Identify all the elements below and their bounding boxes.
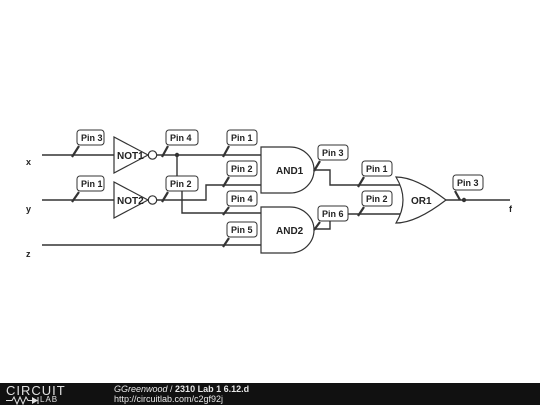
wire-and1-out xyxy=(314,169,404,186)
svg-text:Pin 3: Pin 3 xyxy=(457,178,479,188)
not1-gate[interactable]: NOT1 xyxy=(113,136,158,174)
svg-text:Pin 2: Pin 2 xyxy=(231,164,253,174)
pin-label-and2-in1: Pin 4 xyxy=(222,190,258,216)
or1-label: OR1 xyxy=(411,196,432,207)
svg-text:Pin 4: Pin 4 xyxy=(170,133,192,143)
pin-label-and2-out: Pin 6 xyxy=(313,205,349,231)
and1-gate[interactable]: AND1 xyxy=(260,146,315,194)
and2-label: AND2 xyxy=(276,226,304,237)
input-z-label: z xyxy=(26,249,31,259)
junction-dot xyxy=(461,197,467,203)
junction-dot xyxy=(174,152,180,158)
svg-text:Pin 3: Pin 3 xyxy=(81,133,103,143)
footer-bar: CIRCUIT LAB GGreenwood / 2310 Lab 1 6.12… xyxy=(0,383,540,405)
caption-separator: / xyxy=(167,384,176,394)
or1-gate[interactable]: OR1 xyxy=(394,176,447,224)
input-y-label: y xyxy=(26,204,31,214)
svg-text:Pin 4: Pin 4 xyxy=(231,194,253,204)
svg-text:Pin 6: Pin 6 xyxy=(322,209,344,219)
and1-label: AND1 xyxy=(276,166,304,177)
caption: GGreenwood / 2310 Lab 1 6.12.d http://ci… xyxy=(114,384,249,404)
pin-label-and1-in2: Pin 2 xyxy=(222,160,258,188)
pin-label-and1-in1: Pin 1 xyxy=(222,129,258,158)
pin-label-or1-out: Pin 3 xyxy=(452,174,484,201)
circuit-title: 2310 Lab 1 6.12.d xyxy=(175,384,250,394)
output-f-label: f xyxy=(509,204,513,214)
pin-label-not1-out: Pin 4 xyxy=(161,129,199,158)
not2-gate[interactable]: NOT2 xyxy=(113,181,158,219)
pin-label-or1-in1: Pin 1 xyxy=(357,160,393,188)
and2-gate[interactable]: AND2 xyxy=(260,206,315,254)
pin-label-not2-out: Pin 2 xyxy=(161,175,199,203)
logo-text-top: CIRCUIT xyxy=(6,383,66,398)
circuitlab-logo[interactable]: CIRCUIT LAB xyxy=(6,383,98,405)
pin-label-and2-in2: Pin 5 xyxy=(222,221,258,248)
resistor-icon xyxy=(6,396,39,405)
svg-text:Pin 1: Pin 1 xyxy=(231,133,253,143)
svg-text:Pin 1: Pin 1 xyxy=(366,164,388,174)
circuit-url[interactable]: http://circuitlab.com/c2gf92j xyxy=(114,394,224,404)
svg-text:Pin 3: Pin 3 xyxy=(322,148,344,158)
svg-text:Pin 5: Pin 5 xyxy=(231,225,253,235)
pin-label-or1-in2: Pin 2 xyxy=(357,190,393,217)
pin-label-and1-out: Pin 3 xyxy=(313,144,349,172)
logo-text-bottom: LAB xyxy=(40,395,59,404)
svg-text:Pin 2: Pin 2 xyxy=(170,179,192,189)
svg-text:Pin 1: Pin 1 xyxy=(81,179,103,189)
pin-label-not2-in: Pin 1 xyxy=(71,175,105,203)
svg-text:Pin 2: Pin 2 xyxy=(366,194,388,204)
wire-not2-to-and1 xyxy=(157,184,261,201)
not1-label: NOT1 xyxy=(117,151,144,162)
not2-label: NOT2 xyxy=(117,196,144,207)
circuit-diagram: NOT1 NOT2 AND1 AND2 OR1 Pin 3 Pin 1 Pin … xyxy=(26,129,513,259)
pin-label-not1-in: Pin 3 xyxy=(71,129,105,158)
input-x-label: x xyxy=(26,157,31,167)
author-name[interactable]: GGreenwood xyxy=(114,384,168,394)
